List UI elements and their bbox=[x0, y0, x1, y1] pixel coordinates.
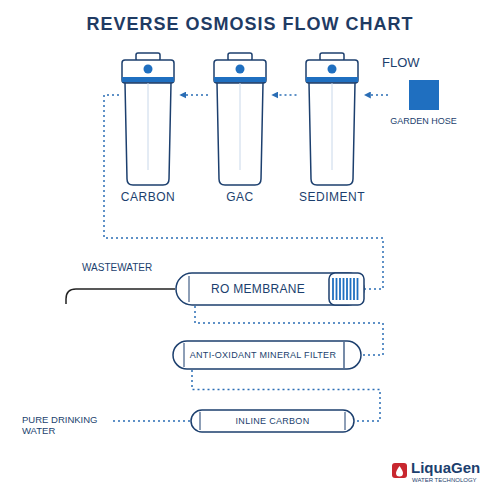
filter-label: CARBON bbox=[116, 190, 180, 204]
filter-label: GAC bbox=[208, 190, 272, 204]
ro-membrane: RO MEMBRANE bbox=[175, 272, 365, 306]
outlet-pipe bbox=[112, 420, 190, 422]
filter-housing bbox=[211, 52, 269, 187]
logo-square bbox=[392, 463, 407, 478]
inline-carbon-filter: INLINE CARBON bbox=[190, 409, 355, 433]
flow-label: FLOW bbox=[382, 55, 420, 71]
mineral-filter: ANTI-OXIDANT MINERAL FILTER bbox=[172, 340, 362, 370]
filter-label: INLINE CARBON bbox=[236, 416, 310, 426]
wastewater-pipe bbox=[66, 289, 175, 304]
filter-label: ANTI-OXIDANT MINERAL FILTER bbox=[190, 350, 336, 360]
logo-drop bbox=[396, 466, 403, 477]
filter-label: RO MEMBRANE bbox=[211, 282, 305, 296]
hose-label: GARDEN HOSE bbox=[388, 116, 459, 126]
carbon-filter: CARBON bbox=[116, 52, 180, 204]
flow-connector bbox=[180, 94, 208, 96]
hose-symbol bbox=[409, 80, 439, 110]
sediment-filter: SEDIMENT bbox=[297, 52, 368, 204]
filter-label: SEDIMENT bbox=[297, 190, 368, 204]
outlet-label: PURE DRINKING WATER bbox=[22, 414, 108, 437]
filter-housing bbox=[303, 52, 361, 187]
garden-hose: GARDEN HOSE bbox=[388, 80, 459, 126]
flow-connector bbox=[365, 94, 389, 96]
filter-housing bbox=[119, 52, 177, 187]
wastewater-label: WASTEWATER bbox=[82, 262, 152, 274]
flow-connector bbox=[272, 94, 297, 96]
brand-name: LiquaGen bbox=[411, 459, 480, 477]
gac-filter: GAC bbox=[208, 52, 272, 204]
chart-title: REVERSE OSMOSIS FLOW CHART bbox=[0, 14, 500, 35]
brand-tagline: WATER TECHNOLOGY bbox=[412, 477, 477, 484]
logo-icon bbox=[392, 463, 407, 478]
